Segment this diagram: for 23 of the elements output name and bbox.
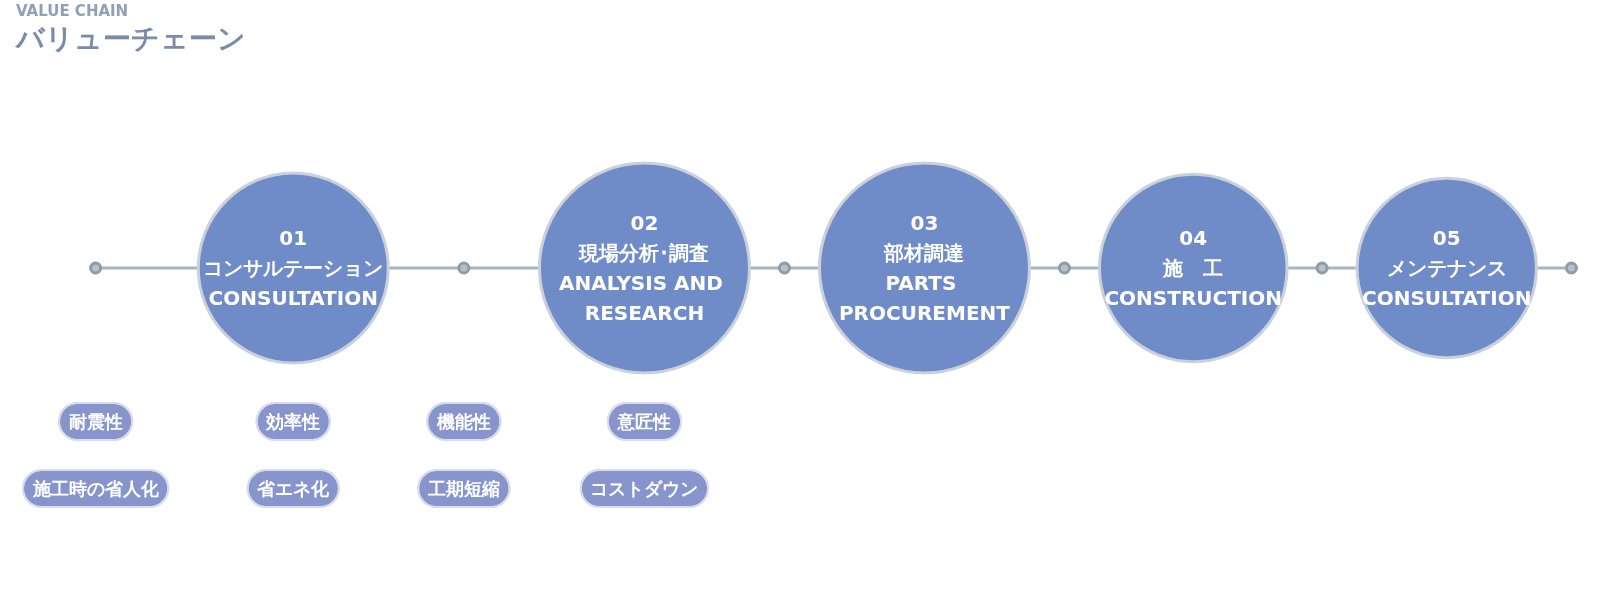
connector <box>749 266 780 270</box>
connector <box>1287 266 1318 270</box>
node-circle <box>1315 261 1329 275</box>
connector <box>100 266 199 270</box>
node-circle <box>1565 261 1579 275</box>
node-circle: 04 施 工 CONSTRUCTION <box>1098 172 1289 364</box>
node-circle: 03 部材調達 PARTS PROCUREMENT <box>818 161 1032 375</box>
connector <box>789 266 820 270</box>
title: バリューチェーン <box>16 21 246 57</box>
node-circle <box>778 261 792 275</box>
node-circle: 01 コンサルテーション CONSULTATION <box>197 171 391 365</box>
node-circle <box>1058 261 1072 275</box>
connector <box>1069 266 1100 270</box>
node-circle: 05 メンテナンス CONSULTATION <box>1355 176 1539 360</box>
connector <box>1029 266 1060 270</box>
kicker-text: VALUE CHAIN <box>16 2 130 20</box>
connector <box>1536 266 1567 270</box>
node-circle <box>89 261 103 275</box>
connector <box>388 266 460 270</box>
connector <box>469 266 540 270</box>
node-circle: 02 現場分析･調査 ANALYSIS AND RESEARCH <box>538 161 752 375</box>
connector <box>1327 266 1358 270</box>
node-circle <box>457 261 471 275</box>
